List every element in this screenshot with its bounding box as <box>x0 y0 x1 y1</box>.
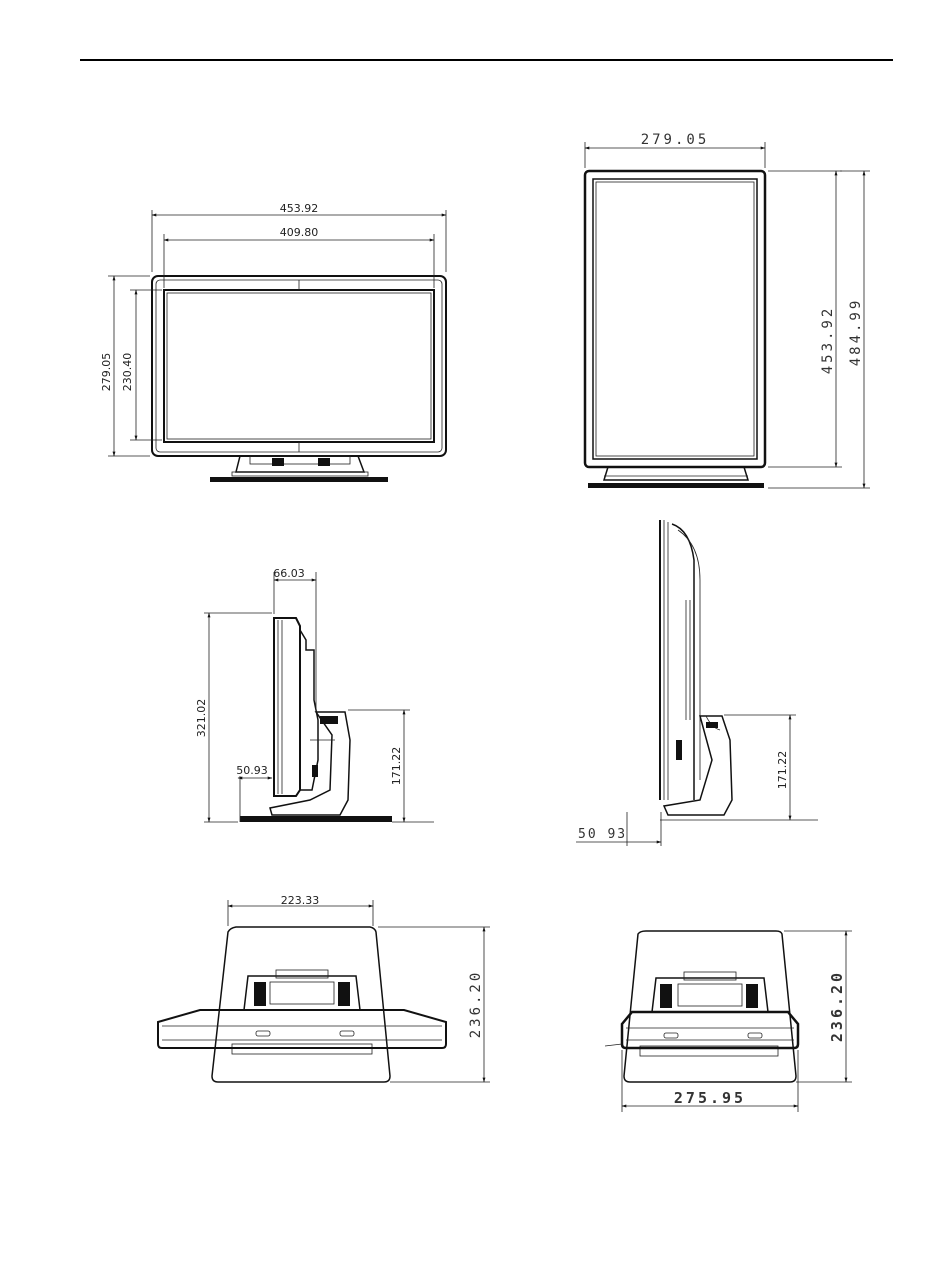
monitor-screen <box>164 290 434 442</box>
monitor-screen <box>593 179 757 459</box>
monitor-top-edge <box>605 1012 798 1048</box>
top-landscape-view: 223.33 236.20 <box>158 894 490 1082</box>
dim-foot-offset: 50.93 <box>236 764 268 777</box>
dim-depth: 236.20 <box>468 970 484 1039</box>
dim-depth: 236.20 <box>828 970 846 1042</box>
front-portrait-view: 279.05 453.92 484.99 <box>585 132 870 488</box>
stand-base <box>624 931 796 1082</box>
stand-neck <box>652 972 768 1012</box>
dim-foot-offset: 50 93 <box>578 827 627 842</box>
stand-base <box>212 927 390 1082</box>
dim-depth: 66.03 <box>273 567 305 580</box>
monitor-stand <box>210 456 388 482</box>
dim-width: 275.95 <box>674 1089 746 1107</box>
dim-stand-width: 223.33 <box>281 894 320 907</box>
dim-width: 279.05 <box>641 132 710 148</box>
dim-height-inner: 453.92 <box>820 306 836 375</box>
monitor-profile <box>274 618 318 796</box>
side-portrait-view: 171.22 50 93 <box>576 520 818 846</box>
dim-width-outer: 453.92 <box>280 202 319 215</box>
front-landscape-view: 453.92 409.80 279.05 230.40 <box>100 202 446 482</box>
dim-height-outer: 484.99 <box>848 298 864 367</box>
side-landscape-view: 66.03 321.02 50.93 171.22 <box>195 567 434 822</box>
monitor-stand <box>588 467 764 488</box>
top-portrait-view: 236.20 275.95 <box>605 931 852 1112</box>
dim-stand-height: 171.22 <box>776 751 789 790</box>
monitor-bezel <box>585 171 765 467</box>
monitor-top-edge <box>158 1010 446 1048</box>
dim-height: 321.02 <box>195 699 208 738</box>
dim-height-outer: 279.05 <box>100 353 113 392</box>
dim-height-inner: 230.40 <box>121 353 134 392</box>
monitor-stand <box>664 716 732 815</box>
stand-neck <box>244 970 360 1010</box>
dim-width-inner: 409.80 <box>280 226 319 239</box>
dim-stand-height: 171.22 <box>390 747 403 786</box>
monitor-profile <box>660 520 700 800</box>
monitor-bezel <box>152 276 446 456</box>
